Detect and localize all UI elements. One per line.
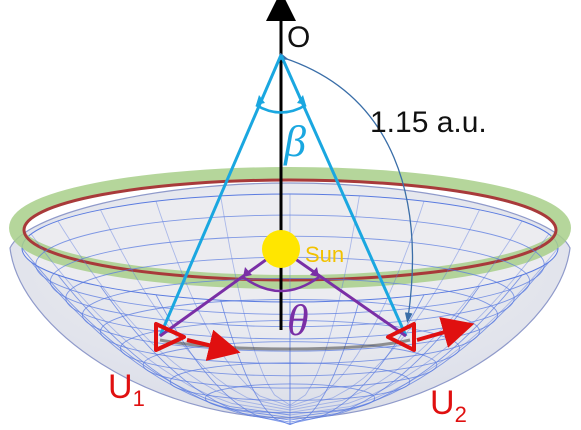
mesh-meridian [100, 209, 291, 409]
distance-label: 1.15 a.u. [370, 106, 487, 139]
theta-line-left [159, 247, 282, 338]
u1-velocity-arrow [186, 329, 241, 361]
mesh-ring [204, 383, 376, 414]
theta-label: θ [287, 296, 309, 345]
spacecraft-u2-icon [386, 322, 416, 352]
mesh-ring [120, 320, 460, 377]
mesh-meridian [30, 233, 291, 413]
mesh-meridian [57, 274, 291, 421]
mesh-meridian [289, 247, 559, 416]
mesh-meridian [21, 247, 291, 416]
mesh-meridian [289, 209, 480, 409]
mesh-meridian [155, 201, 291, 407]
u1-label: U1 [108, 368, 145, 411]
sun-label: Sun [305, 242, 344, 267]
beta-angle-arc [255, 103, 307, 114]
mesh-ring [35, 214, 545, 315]
theta-angle-arc [242, 275, 320, 293]
distance-arc [277, 52, 414, 324]
sun-icon [262, 230, 300, 268]
mesh-meridian [289, 220, 523, 411]
mesh-meridian [220, 195, 291, 406]
spacecraft-u1-icon [154, 322, 186, 352]
mesh-meridian [30, 261, 291, 419]
mesh-meridian [220, 300, 291, 426]
inner-floor-line [159, 338, 411, 351]
mesh-meridian [289, 285, 480, 423]
u2-velocity-arrow [416, 317, 475, 348]
mesh-meridian [57, 220, 291, 411]
origin-label: O [287, 21, 310, 54]
beta-label: β [283, 117, 306, 166]
u2-label: U2 [430, 384, 467, 425]
theta-line-right [280, 247, 407, 338]
mesh-meridian [100, 285, 291, 423]
mesh-ring [100, 299, 480, 364]
